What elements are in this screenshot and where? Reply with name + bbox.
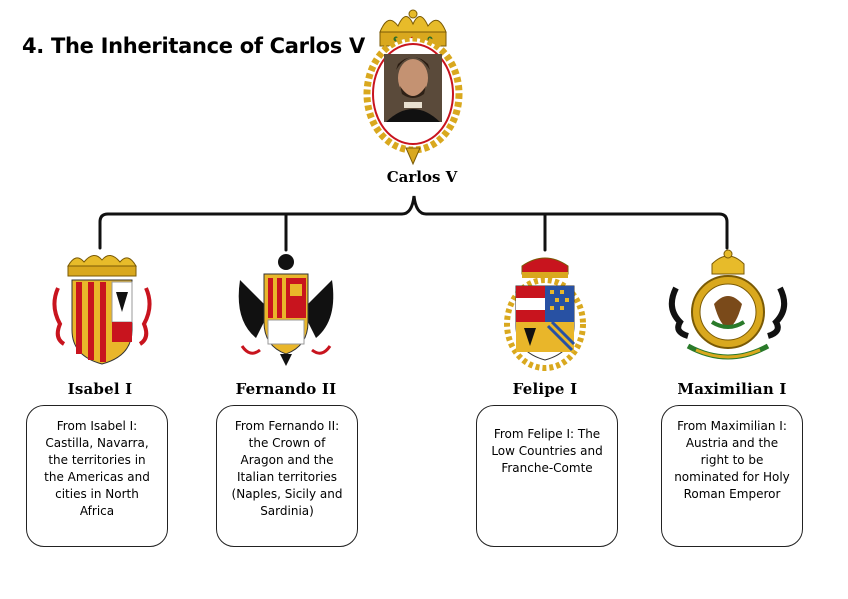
carlos-v-portrait [363, 9, 463, 166]
ancestor-name-isabel: Isabel I [67, 380, 133, 398]
inheritance-box-fernando: From Fernando II: the Crown of Aragon an… [216, 405, 358, 547]
ancestor-name-maximilian: Maximilian I [677, 380, 787, 398]
inheritance-box-maximilian: From Maximilian I: Austria and the right… [661, 405, 803, 547]
ancestor-name-felipe: Felipe I [512, 380, 578, 398]
ancestor-name-fernando: Fernando II [235, 380, 337, 398]
maximilian-coat-of-arms-icon [668, 249, 788, 360]
isabel-coat-of-arms-icon [52, 255, 152, 365]
page-title: 4. The Inheritance of Carlos V [22, 34, 365, 58]
fernando-eagle-coat-of-arms-icon [238, 254, 334, 366]
felipe-coat-of-arms-icon [504, 257, 586, 371]
inheritance-box-felipe: From Felipe I: The Low Countries and Fra… [476, 405, 618, 547]
inheritance-box-isabel: From Isabel I: Castilla, Navarra, the te… [26, 405, 168, 547]
root-name: Carlos V [386, 168, 458, 186]
